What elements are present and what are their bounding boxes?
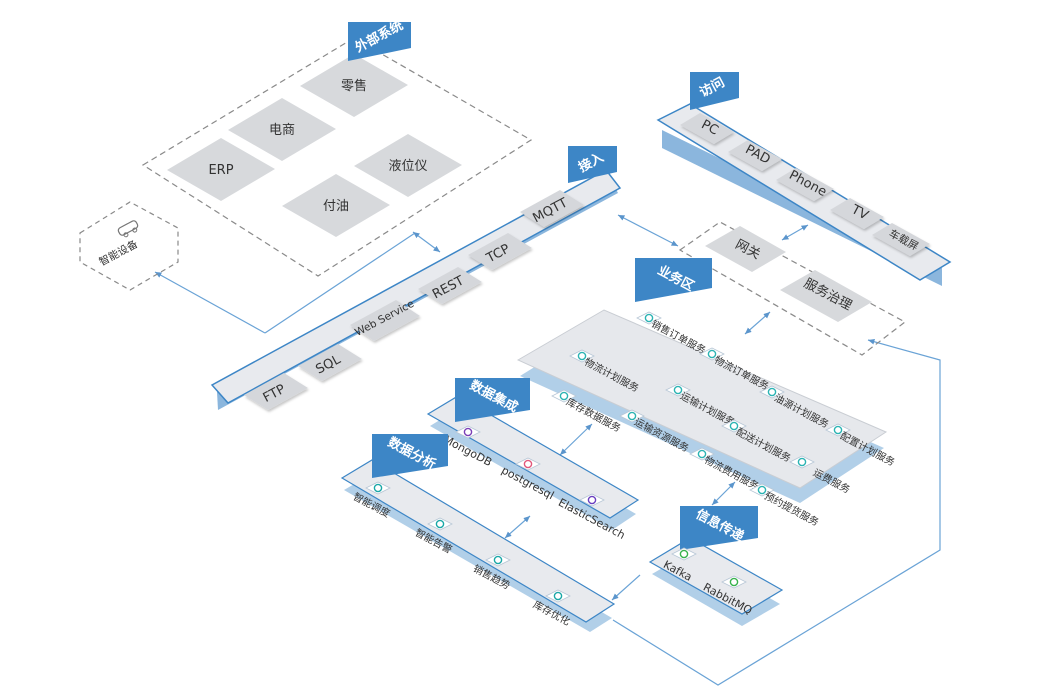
visit-group: 访问 PC PAD Phone TV 车载屏 [656,72,952,286]
connector-messaging-analysis [611,574,641,601]
connector-visit-gateway [781,224,809,241]
connector-integration-analysis [504,515,531,539]
service-icon [699,347,725,361]
external-tile-4[interactable]: ERP [167,138,275,201]
visit-chip-5[interactable]: 车载屏 [872,223,930,256]
external-tile-3[interactable]: 液位仪 [354,134,462,197]
gateway-group: 网关 服务治理 [678,221,907,356]
external-label-5: 付油 [323,199,349,214]
database-icon [455,425,481,439]
service-icon [759,385,785,399]
radar-chart-icon [427,517,453,531]
database-icon [579,493,605,507]
ingress-tab: 接入 [568,146,617,183]
external-label-1: 零售 [341,78,367,94]
connector-business-integration [559,423,593,456]
service-icon [749,483,775,497]
external-systems-group: 零售 电商 液位仪 ERP 付油 外部系统 [141,17,533,277]
service-icon [619,409,645,423]
database-icon [515,457,541,471]
service-icon [636,311,662,325]
external-label-3: 液位仪 [388,159,427,174]
connector-external-ingress [412,231,441,253]
governance-tile[interactable]: 服务治理 [780,270,872,322]
ingress-chip-1[interactable]: MQTT [520,190,584,227]
business-tab: 业务区 [635,258,712,302]
gateway-tile[interactable]: 网关 [705,226,786,272]
business-group: 业务区 销售订单服务物流计划服务物流订单服务库存数据服务运输计划服务油源计划服务… [516,258,897,529]
service-icon [721,419,747,433]
external-tile-1[interactable]: 零售 [300,54,408,117]
connector-business-messaging [711,481,736,506]
connector-ingress-gateway [617,214,679,247]
external-tile-5[interactable]: 付油 [282,174,390,237]
visit-chip-1[interactable]: PC [680,113,734,144]
service-icon [569,349,595,363]
service-icon [551,389,577,403]
visit-label-1: PC [699,117,721,138]
connector-ingress-device [155,232,416,334]
external-label-4: ERP [208,163,233,178]
external-tile-2[interactable]: 电商 [228,98,336,161]
service-icon [665,383,691,397]
data-analysis-tab: 数据分析 [372,434,448,478]
queue-icon [721,575,747,589]
device-icon [117,220,139,238]
radar-chart-icon [545,589,571,603]
radar-chart-icon [365,481,391,495]
connector-loop-right [612,338,941,686]
messaging-tab: 信息传递 [680,506,758,550]
visit-label-4: TV [848,202,871,224]
external-tab: 外部系统 [348,17,411,61]
visit-chip-4[interactable]: TV [830,198,884,229]
service-icon [689,447,715,461]
radar-chart-icon [485,553,511,567]
visit-tab: 访问 [690,72,739,110]
smart-device-label: 智能设备 [97,237,141,268]
queue-icon [671,547,697,561]
external-label-2: 电商 [269,123,295,138]
connectors [155,214,941,686]
service-icon [825,423,851,437]
data-integration-tab: 数据集成 [455,377,530,422]
connector-gateway-business [744,311,771,335]
service-icon [789,455,815,469]
